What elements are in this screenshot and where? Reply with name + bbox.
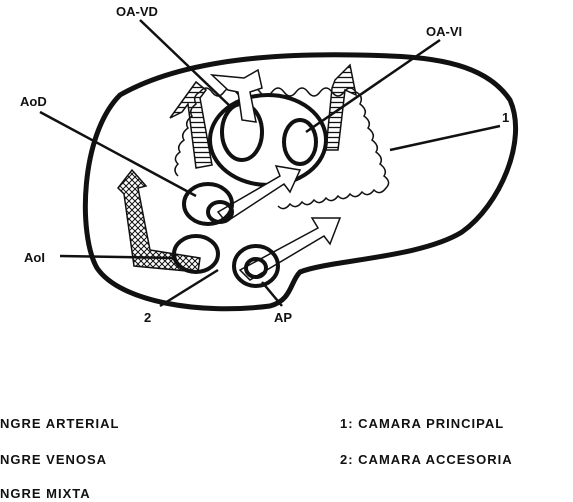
legend-right-1: 2: CAMARA ACCESORIA: [340, 452, 513, 467]
label-oa-vd: OA-VD: [116, 4, 158, 19]
label-1: 1: [502, 110, 509, 125]
label-oa-vi: OA-VI: [426, 24, 462, 39]
leader-1: [390, 126, 500, 150]
leader-aod: [40, 112, 196, 196]
leader-2: [160, 270, 218, 306]
label-2: 2: [144, 310, 151, 325]
label-aod: AoD: [20, 94, 47, 109]
label-ap: AP: [274, 310, 292, 325]
legend-right-0: 1: CAMARA PRINCIPAL: [340, 416, 504, 431]
legend-left-2: NGRE MIXTA: [0, 486, 91, 501]
oa-vi-ring: [284, 120, 316, 164]
leader-ap: [262, 282, 282, 306]
heart-outline: [85, 55, 515, 309]
legend-left-0: NGRE ARTERIAL: [0, 416, 119, 431]
white-arrow-ap: [240, 218, 340, 280]
principal-chamber-ring: [210, 95, 326, 185]
legend-left-1: NGRE VENOSA: [0, 452, 107, 467]
label-aoi: AoI: [24, 250, 45, 265]
